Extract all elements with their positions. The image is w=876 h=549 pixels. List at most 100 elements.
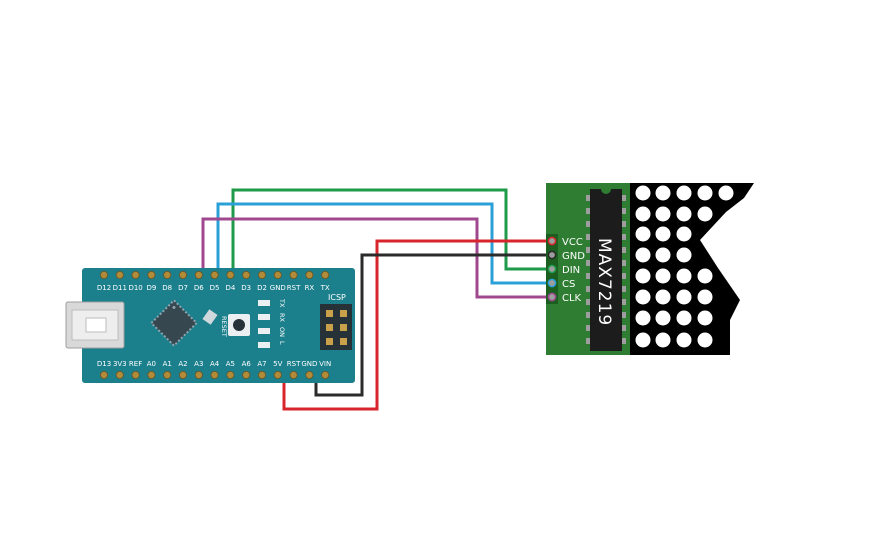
- top-pin-label: D9: [146, 284, 156, 292]
- chip-leg: [622, 299, 626, 305]
- led-dot: [676, 206, 692, 222]
- top-pin-label: D10: [128, 284, 142, 292]
- led-dot: [635, 289, 651, 305]
- chip-leg: [622, 286, 626, 292]
- module-pin-din: [547, 264, 557, 274]
- pin-a6: [242, 370, 251, 379]
- top-pin-label: D4: [225, 284, 235, 292]
- led-dot: [655, 226, 671, 242]
- pin-a2: [178, 370, 187, 379]
- led-dot: [676, 289, 692, 305]
- chip-leg: [622, 260, 626, 266]
- chip-leg: [622, 234, 626, 240]
- led-matrix-dots: [635, 185, 734, 348]
- led-dot: [676, 310, 692, 326]
- led-label: TX: [278, 298, 286, 308]
- bottom-pin-label: REF: [129, 360, 142, 368]
- icsp-pin: [340, 338, 347, 345]
- pin-rst: [289, 270, 298, 279]
- led-label: L: [278, 341, 286, 345]
- chip-leg: [622, 208, 626, 214]
- bottom-pin-label: RST: [287, 360, 301, 368]
- pin-d10: [131, 270, 140, 279]
- pin-d4: [226, 270, 235, 279]
- pin-d9: [147, 270, 156, 279]
- board-pcb: [82, 268, 355, 383]
- icsp-pin: [326, 310, 333, 317]
- bottom-pin-label: A0: [147, 360, 156, 368]
- chip-notch: [601, 189, 611, 194]
- bottom-pin-label: A1: [163, 360, 172, 368]
- chip-label: MAX7219: [594, 238, 614, 326]
- top-pin-label: D8: [162, 284, 172, 292]
- module-pin-label: CS: [562, 279, 575, 290]
- max7219-module: VCC GND DIN CS CLK MAX7219: [546, 183, 754, 355]
- icsp-pin: [326, 324, 333, 331]
- led-dot: [676, 332, 692, 348]
- led-dot: [697, 332, 713, 348]
- chip-leg: [586, 208, 590, 214]
- reset-label: RESET: [220, 316, 228, 337]
- pin-a7: [257, 370, 266, 379]
- module-pin-clk: [547, 292, 557, 302]
- pin-gnd: [273, 270, 282, 279]
- icsp-label: ICSP: [328, 293, 346, 302]
- bottom-pin-label: A2: [178, 360, 187, 368]
- bottom-pin-label: GND: [301, 360, 317, 368]
- chip-leg: [586, 299, 590, 305]
- pin-tx: [321, 270, 330, 279]
- pin-a4: [210, 370, 219, 379]
- bottom-pin-label: D13: [97, 360, 111, 368]
- bottom-pin-label: 5V: [273, 360, 282, 368]
- chip-leg: [586, 195, 590, 201]
- led-dot: [635, 332, 651, 348]
- bottom-pin-label: A7: [257, 360, 266, 368]
- chip-leg: [586, 325, 590, 331]
- led-dot: [676, 185, 692, 201]
- pin-d7: [178, 270, 187, 279]
- module-pin-label: VCC: [562, 237, 583, 248]
- chip-leg: [586, 273, 590, 279]
- led-rx: [258, 314, 270, 320]
- wire-gnd-black: [314, 253, 548, 397]
- pin-5v: [273, 370, 282, 379]
- icsp-pins: [326, 310, 347, 345]
- top-pin-label: D11: [113, 284, 127, 292]
- pin-d3: [242, 270, 251, 279]
- oscillator: [202, 309, 218, 325]
- module-pin-label: GND: [562, 251, 585, 262]
- pin-a5: [226, 370, 235, 379]
- bottom-pin-label: A5: [226, 360, 235, 368]
- pin-d5: [210, 270, 219, 279]
- chip-leg: [622, 247, 626, 253]
- chip-leg: [586, 260, 590, 266]
- reset-button-cap: [233, 319, 245, 331]
- pin-3v3: [115, 370, 124, 379]
- top-pin-label: RX: [305, 284, 315, 292]
- led-dot: [697, 289, 713, 305]
- led-label: RX: [278, 313, 286, 323]
- top-pin-label: D3: [241, 284, 251, 292]
- wire-vcc-red: [282, 239, 548, 411]
- icsp-pin: [340, 310, 347, 317]
- led-dot: [655, 247, 671, 263]
- top-pin-label: D2: [257, 284, 267, 292]
- led-dot: [635, 268, 651, 284]
- pin-a0: [147, 370, 156, 379]
- led-dot: [655, 206, 671, 222]
- chip-leg: [622, 338, 626, 344]
- chip-leg: [622, 195, 626, 201]
- chip-leg: [586, 247, 590, 253]
- led-dot: [676, 268, 692, 284]
- wire-clk-purple: [201, 217, 548, 299]
- pin-vin: [321, 370, 330, 379]
- module-pin-label: DIN: [562, 265, 580, 276]
- module-pin-label: CLK: [562, 293, 582, 304]
- top-pin-label: D5: [210, 284, 220, 292]
- led-dot: [655, 289, 671, 305]
